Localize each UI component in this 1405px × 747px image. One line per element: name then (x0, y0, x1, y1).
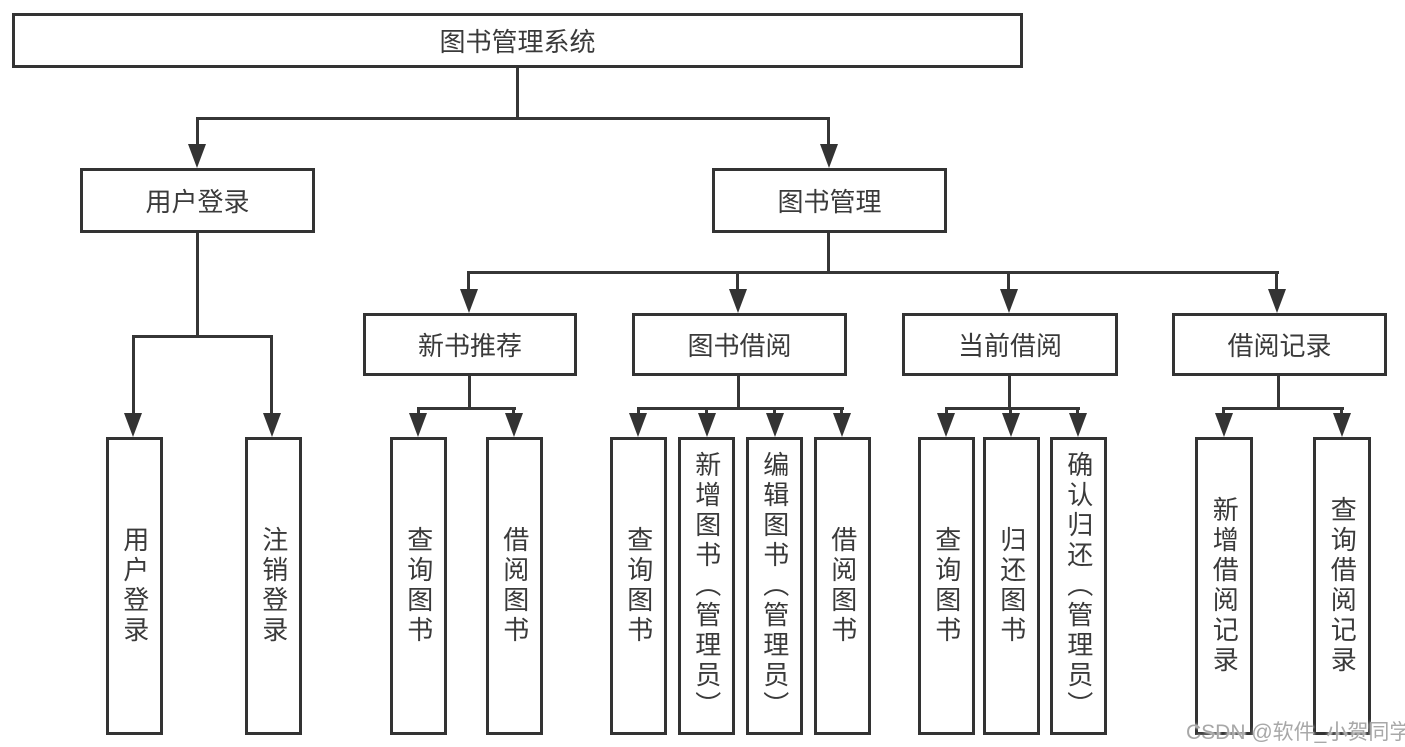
connector-line (270, 335, 273, 417)
connector-line (1222, 407, 1225, 417)
node-cb-return-books: 归还图书 (983, 437, 1040, 735)
node-bb-add-books: 新增图书（管理员） (678, 437, 735, 735)
connector-line (1009, 407, 1012, 417)
node-current-borrow: 当前借阅 (902, 313, 1118, 376)
arrow-down-icon (820, 144, 838, 168)
connector-line (417, 407, 516, 410)
node-user-login-label: 用户登录 (145, 187, 250, 217)
connector-line (196, 117, 199, 147)
node-cb-confirm-return: 确认归还（管理员） (1050, 437, 1107, 735)
node-root: 图书管理系统 (12, 13, 1023, 68)
connector-line (1275, 271, 1278, 292)
node-cb-confirm-return-label: 确认归还（管理员） (1063, 451, 1094, 721)
connector-line (512, 407, 515, 417)
connector-line (637, 407, 844, 410)
arrow-down-icon (409, 413, 427, 437)
connector-line (736, 271, 739, 292)
arrow-down-icon (1069, 413, 1087, 437)
node-book-mgmt: 图书管理 (712, 168, 947, 233)
node-new-book-rec-label: 新书推荐 (417, 331, 522, 361)
connector-line (827, 117, 830, 147)
connector-line (1277, 376, 1280, 409)
connector-line (945, 407, 1080, 410)
arrow-down-icon (629, 413, 647, 437)
arrow-down-icon (1333, 413, 1351, 437)
node-logout: 注销登录 (245, 437, 302, 735)
node-br-add-record: 新增借阅记录 (1195, 437, 1253, 735)
csdn-watermark: CSDN @软件_小贺同学 (1186, 721, 1405, 744)
arrow-down-icon (1000, 289, 1018, 313)
arrow-down-icon (698, 413, 716, 437)
arrow-down-icon (460, 289, 478, 313)
node-login: 用户登录 (106, 437, 163, 735)
node-new-book-rec: 新书推荐 (363, 313, 577, 376)
node-nb-borrow-books: 借阅图书 (486, 437, 543, 735)
node-book-borrow: 图书借阅 (632, 313, 847, 376)
connector-line (467, 271, 470, 292)
connector-line (1008, 376, 1011, 409)
arrow-down-icon (1215, 413, 1233, 437)
node-borrow-record-label: 借阅记录 (1227, 331, 1332, 361)
node-bb-borrow-books: 借阅图书 (814, 437, 871, 735)
arrow-down-icon (263, 413, 281, 437)
connector-line (1340, 407, 1343, 417)
node-user-login: 用户登录 (80, 168, 315, 233)
connector-line (468, 271, 1279, 274)
node-cb-return-books-label: 归还图书 (996, 526, 1027, 646)
connector-line (705, 407, 708, 417)
connector-line (468, 376, 471, 409)
connector-line (1007, 271, 1010, 292)
connector-line (840, 407, 843, 417)
arrow-down-icon (729, 289, 747, 313)
connector-line (737, 376, 740, 409)
node-bb-edit-books: 编辑图书（管理员） (746, 437, 803, 735)
connector-line (637, 407, 640, 417)
connector-line (132, 335, 273, 338)
node-bb-edit-books-label: 编辑图书（管理员） (759, 451, 790, 721)
arrow-down-icon (833, 413, 851, 437)
node-br-add-record-label: 新增借阅记录 (1209, 496, 1240, 676)
arrow-down-icon (766, 413, 784, 437)
connector-line (196, 233, 199, 337)
connector-line (827, 233, 830, 273)
connector-line (196, 117, 830, 120)
arrow-down-icon (188, 144, 206, 168)
node-br-query-record: 查询借阅记录 (1313, 437, 1371, 735)
connector-line (132, 335, 135, 417)
node-borrow-record: 借阅记录 (1172, 313, 1387, 376)
node-br-query-record-label: 查询借阅记录 (1327, 496, 1358, 676)
arrow-down-icon (124, 413, 142, 437)
node-bb-borrow-books-label: 借阅图书 (827, 526, 858, 646)
arrow-down-icon (1268, 289, 1286, 313)
arrow-down-icon (505, 413, 523, 437)
node-bb-query-books-label: 查询图书 (623, 526, 654, 646)
arrow-down-icon (1002, 413, 1020, 437)
connector-line (945, 407, 948, 417)
node-nb-query-books: 查询图书 (390, 437, 447, 735)
connector-line (1223, 407, 1344, 410)
node-cb-query-books-label: 查询图书 (931, 526, 962, 646)
node-current-borrow-label: 当前借阅 (957, 331, 1062, 361)
node-book-borrow-label: 图书借阅 (687, 331, 792, 361)
node-nb-query-books-label: 查询图书 (403, 526, 434, 646)
arrow-down-icon (937, 413, 955, 437)
node-cb-query-books: 查询图书 (918, 437, 975, 735)
node-root-label: 图书管理系统 (439, 27, 596, 57)
connector-line (1076, 407, 1079, 417)
node-bb-query-books: 查询图书 (610, 437, 667, 735)
node-login-label: 用户登录 (119, 526, 150, 646)
node-logout-label: 注销登录 (258, 526, 289, 646)
node-book-mgmt-label: 图书管理 (777, 187, 882, 217)
node-bb-add-books-label: 新增图书（管理员） (691, 451, 722, 721)
connector-line (516, 68, 519, 117)
connector-line (773, 407, 776, 417)
node-nb-borrow-books-label: 借阅图书 (499, 526, 530, 646)
connector-line (417, 407, 420, 417)
